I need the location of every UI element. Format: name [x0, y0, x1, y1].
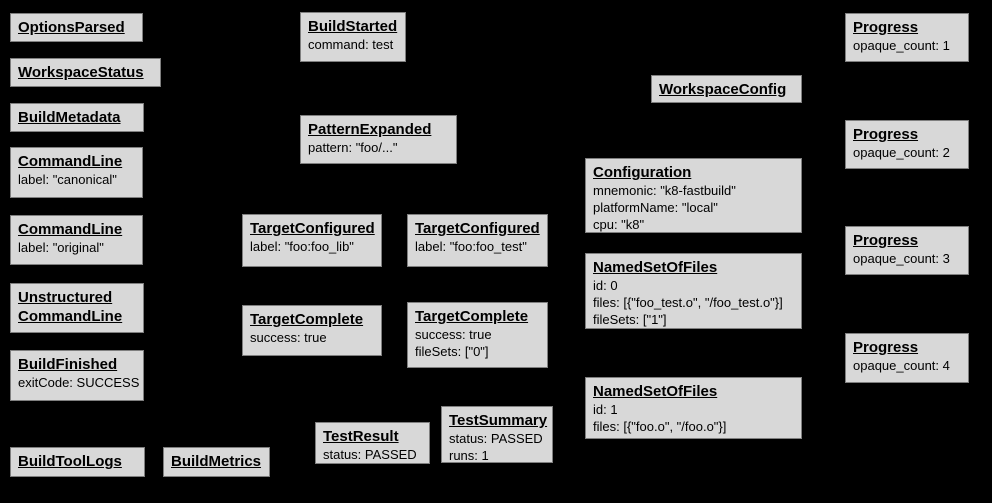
event-title: BuildFinished: [18, 356, 118, 373]
event-title: BuildMetadata: [18, 109, 121, 126]
event-title: BuildToolLogs: [18, 453, 122, 470]
event-title: Progress: [853, 232, 919, 249]
event-box-command-line-canonical: CommandLine label: "canonical": [10, 147, 143, 198]
event-field: exitCode: SUCCESS: [18, 375, 140, 390]
event-field: mnemonic: "k8-fastbuild": [593, 183, 736, 198]
event-title: WorkspaceConfig: [659, 81, 787, 98]
event-title: TestResult: [323, 428, 399, 445]
event-title: CommandLine: [18, 153, 123, 170]
event-box-unstructured-command-line: Unstructured CommandLine: [10, 283, 144, 333]
event-box-build-tool-logs: BuildToolLogs: [10, 447, 145, 477]
event-title: NamedSetOfFiles: [593, 259, 718, 276]
event-box-workspace-config: WorkspaceConfig: [651, 75, 802, 103]
event-box-named-set-of-files-1: NamedSetOfFiles id: 1 files: [{"foo.o", …: [585, 377, 802, 439]
event-field: label: "canonical": [18, 172, 117, 187]
event-box-pattern-expanded: PatternExpanded pattern: "foo/...": [300, 115, 457, 164]
event-title: OptionsParsed: [18, 19, 125, 36]
event-box-progress-2: Progress opaque_count: 2: [845, 120, 969, 169]
event-field: platformName: "local": [593, 200, 718, 215]
event-field: fileSets: ["0"]: [415, 344, 489, 359]
event-field: pattern: "foo/...": [308, 140, 398, 155]
event-box-target-configured-foo-test: TargetConfigured label: "foo:foo_test": [407, 214, 548, 267]
event-field: label: "foo:foo_lib": [250, 239, 354, 254]
event-box-configuration: Configuration mnemonic: "k8-fastbuild" p…: [585, 158, 802, 233]
event-title: BuildMetrics: [171, 453, 262, 470]
event-title: CommandLine: [18, 221, 123, 238]
event-title: NamedSetOfFiles: [593, 383, 718, 400]
event-title: Progress: [853, 339, 919, 356]
event-field: opaque_count: 3: [853, 251, 950, 266]
event-field: status: PASSED: [449, 431, 543, 446]
event-title: Progress: [853, 19, 919, 36]
event-field: command: test: [308, 37, 394, 52]
event-field: files: [{"foo_test.o", "/foo_test.o"}]: [593, 295, 783, 310]
event-title: Progress: [853, 126, 919, 143]
event-box-target-complete-foo-lib: TargetComplete success: true: [242, 305, 382, 356]
event-field: runs: 1: [449, 448, 489, 463]
event-field: opaque_count: 4: [853, 358, 950, 373]
event-field: id: 0: [593, 278, 618, 293]
event-box-target-complete-foo-test: TargetComplete success: true fileSets: […: [407, 302, 548, 368]
event-field: opaque_count: 1: [853, 38, 950, 53]
event-field: status: PASSED: [323, 447, 417, 462]
event-title: WorkspaceStatus: [18, 64, 144, 81]
event-field: label: "original": [18, 240, 104, 255]
event-field: label: "foo:foo_test": [415, 239, 527, 254]
event-box-target-configured-foo-lib: TargetConfigured label: "foo:foo_lib": [242, 214, 382, 267]
event-box-build-finished: BuildFinished exitCode: SUCCESS: [10, 350, 144, 401]
event-box-named-set-of-files-0: NamedSetOfFiles id: 0 files: [{"foo_test…: [585, 253, 802, 329]
event-field: success: true: [415, 327, 492, 342]
event-field: fileSets: ["1"]: [593, 312, 667, 327]
event-title: BuildStarted: [308, 18, 398, 35]
event-box-progress-3: Progress opaque_count: 3: [845, 226, 969, 275]
event-box-command-line-original: CommandLine label: "original": [10, 215, 143, 265]
event-field: files: [{"foo.o", "/foo.o"}]: [593, 419, 727, 434]
event-title: TargetComplete: [250, 311, 364, 328]
event-box-progress-4: Progress opaque_count: 4: [845, 333, 969, 383]
event-box-build-metrics: BuildMetrics: [163, 447, 270, 477]
event-field: cpu: "k8": [593, 217, 645, 232]
event-field: opaque_count: 2: [853, 145, 950, 160]
event-title: Unstructured CommandLine: [18, 289, 123, 325]
event-box-test-summary: TestSummary status: PASSED runs: 1: [441, 406, 553, 463]
event-field: id: 1: [593, 402, 618, 417]
event-box-progress-1: Progress opaque_count: 1: [845, 13, 969, 62]
event-title: PatternExpanded: [308, 121, 432, 138]
event-field: success: true: [250, 330, 327, 345]
event-box-build-metadata: BuildMetadata: [10, 103, 144, 132]
event-box-workspace-status: WorkspaceStatus: [10, 58, 161, 87]
event-title: Configuration: [593, 164, 692, 181]
event-box-test-result: TestResult status: PASSED: [315, 422, 430, 464]
event-box-build-started: BuildStarted command: test: [300, 12, 406, 62]
event-title: TargetConfigured: [250, 220, 375, 237]
event-title: TargetComplete: [415, 308, 529, 325]
event-box-options-parsed: OptionsParsed: [10, 13, 143, 42]
event-title: TargetConfigured: [415, 220, 540, 237]
event-title: TestSummary: [449, 412, 548, 429]
